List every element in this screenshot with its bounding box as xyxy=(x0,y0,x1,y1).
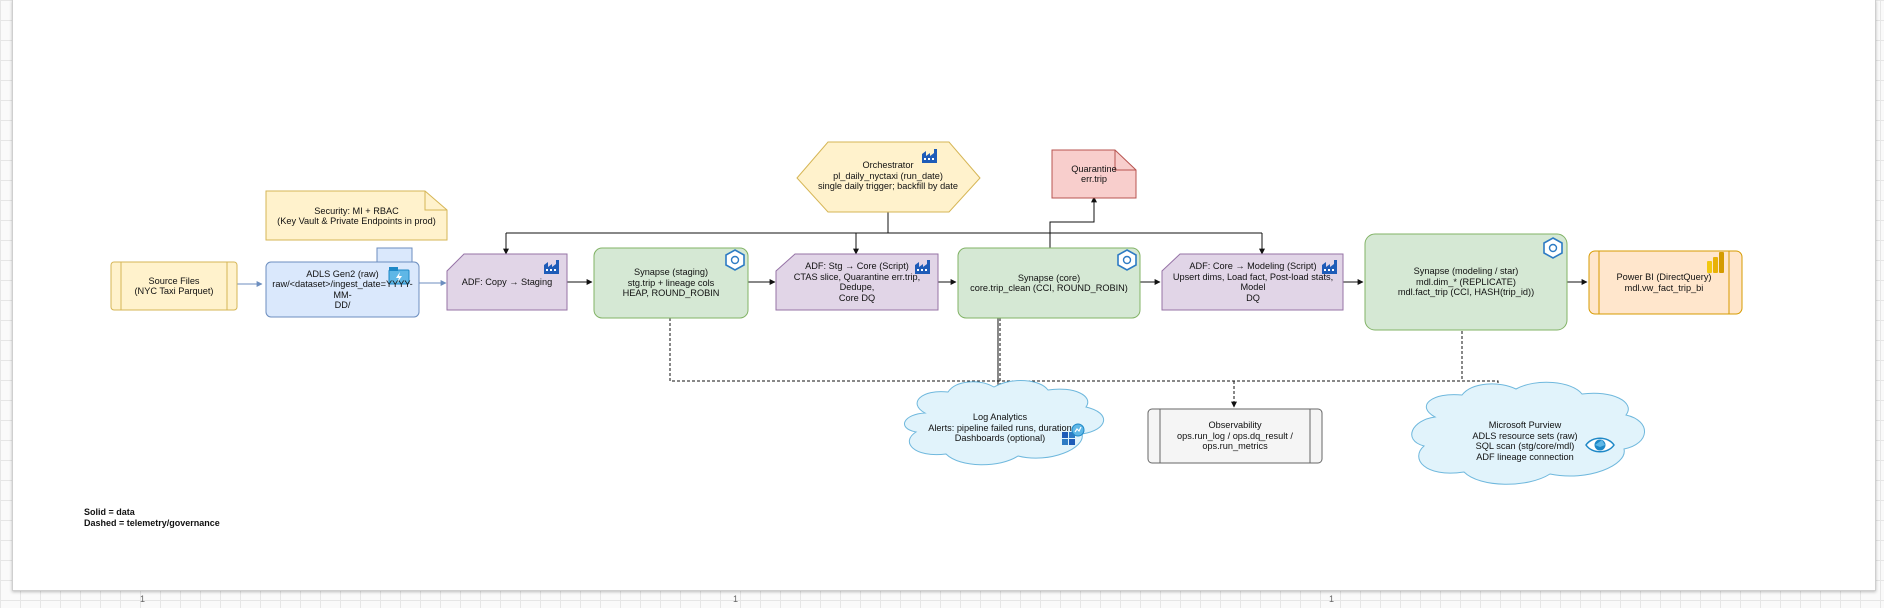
synapse-analytics-icon xyxy=(725,249,745,271)
log-analytics-icon xyxy=(1062,423,1085,445)
purview-eye-icon xyxy=(1585,437,1615,453)
label-quarantine: Quarantine err.trip xyxy=(1071,163,1117,185)
telemetry-connectors xyxy=(669,318,1516,408)
shape-adf-stg-core[interactable] xyxy=(775,253,939,311)
label-adf-stg-core: ADF: Stg → Core (Script) CTAS slice, Qua… xyxy=(793,261,921,303)
data-factory-icon xyxy=(1322,260,1337,274)
shape-adf-core-model[interactable] xyxy=(1161,253,1344,311)
legend-solid: Solid = data xyxy=(84,507,135,517)
shape-adf-copy[interactable] xyxy=(446,253,568,311)
label-synapse-staging: Synapse (staging) stg.trip + lineage col… xyxy=(622,267,720,299)
shape-quarantine[interactable] xyxy=(1051,149,1137,199)
orchestrator-trigger-bus[interactable] xyxy=(506,212,1262,234)
label-purview: Microsoft Purview ADLS resource sets (ra… xyxy=(1472,420,1578,462)
shape-observability[interactable] xyxy=(1147,408,1323,464)
shape-adls-raw[interactable] xyxy=(265,247,420,318)
data-factory-icon xyxy=(915,260,930,274)
label-synapse-model: Synapse (modeling / star) mdl.dim_* (REP… xyxy=(1397,266,1535,298)
page-ruler: 1 1 1 xyxy=(0,592,1884,608)
shape-source-files[interactable] xyxy=(110,261,238,311)
shape-synapse-model[interactable] xyxy=(1364,233,1568,331)
shape-power-bi[interactable] xyxy=(1588,250,1743,315)
shape-synapse-staging[interactable] xyxy=(593,247,749,319)
label-power-bi: Power BI (DirectQuery) mdl.vw_fact_trip_… xyxy=(1616,272,1712,293)
dashed-edge-staging-bus[interactable] xyxy=(669,318,1462,382)
label-adls-raw: ADLS Gen2 (raw) raw/<dataset>/ingest_dat… xyxy=(272,268,413,311)
label-log-analytics: Log Analytics Alerts: pipeline failed ru… xyxy=(928,412,1072,444)
edge-core-to-quarantine[interactable] xyxy=(1049,196,1097,248)
shape-security-note[interactable] xyxy=(265,190,448,241)
diagram-legend: Solid = data Dashed = telemetry/governan… xyxy=(84,507,220,529)
label-adf-copy: ADF: Copy → Staging xyxy=(461,276,553,287)
label-observability: Observability ops.run_log / ops.dq_resul… xyxy=(1177,420,1293,452)
legend-dashed: Dashed = telemetry/governance xyxy=(84,518,220,528)
ruler-number: 1 xyxy=(140,594,146,604)
shape-log-analytics-cloud[interactable] xyxy=(904,380,1105,466)
label-source-files: Source Files (NYC Taxi Parquet) xyxy=(134,275,214,297)
data-connectors xyxy=(237,196,1588,397)
shape-purview-cloud[interactable] xyxy=(1411,381,1645,485)
ruler-number: 1 xyxy=(1329,594,1335,604)
synapse-analytics-icon xyxy=(1117,249,1137,271)
power-bi-icon xyxy=(1707,252,1724,273)
synapse-analytics-icon xyxy=(1543,237,1563,259)
label-synapse-core: Synapse (core) core.trip_clean (CCI, ROU… xyxy=(970,272,1128,294)
shape-synapse-core[interactable] xyxy=(957,247,1141,319)
dashed-edge-model-bus[interactable] xyxy=(1461,329,1516,381)
ruler-number: 1 xyxy=(733,594,739,604)
label-orchestrator: Orchestrator pl_daily_nyctaxi (run_date)… xyxy=(818,160,958,192)
data-factory-icon xyxy=(544,260,559,274)
label-adf-core-model: ADF: Core → Modeling (Script) Upsert dim… xyxy=(1172,261,1334,303)
storage-account-icon xyxy=(388,267,410,285)
label-security-note: Security: MI + RBAC (Key Vault & Private… xyxy=(277,205,436,227)
data-factory-icon xyxy=(922,149,937,163)
